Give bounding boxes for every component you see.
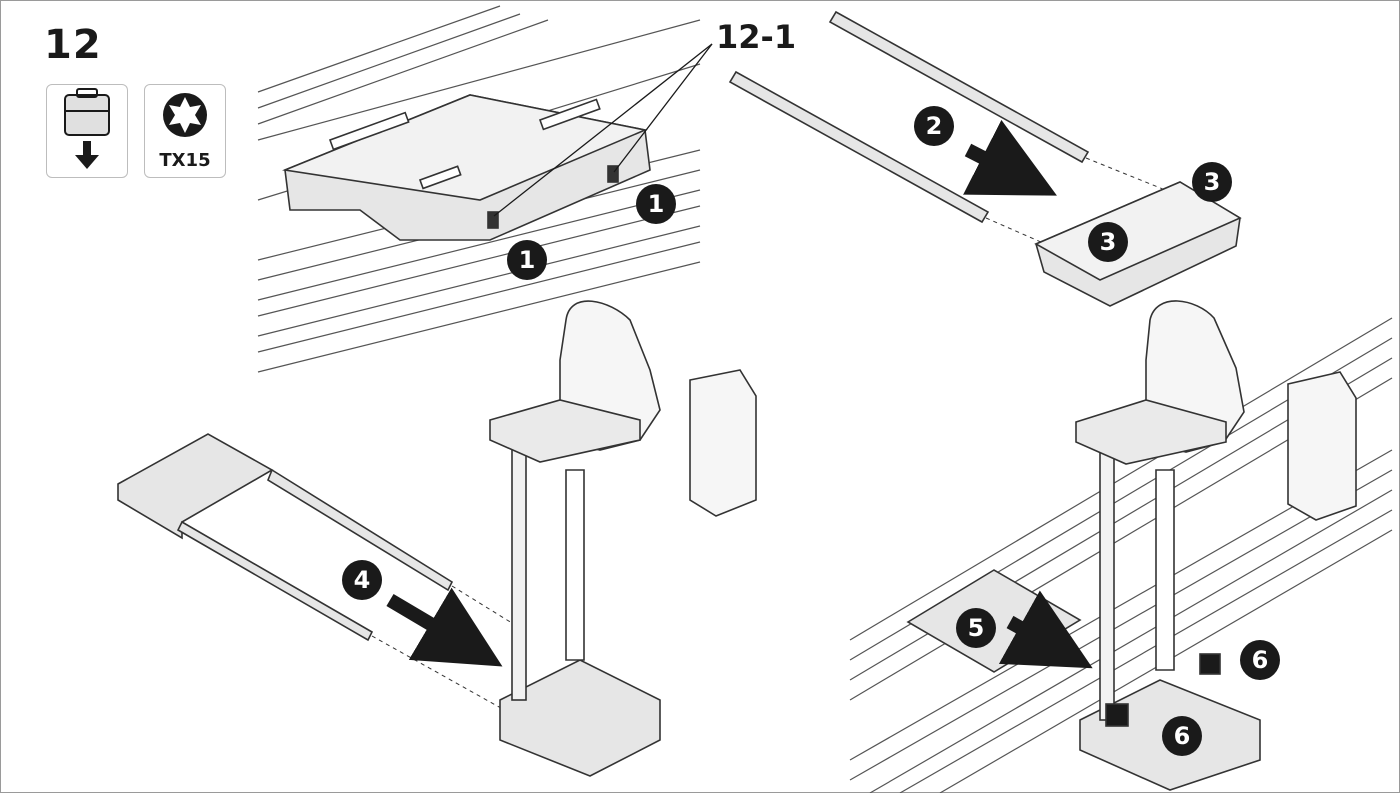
callout-6b: 6 xyxy=(1162,716,1202,756)
part-label: 12-1 xyxy=(716,18,797,56)
arrow-step-5 xyxy=(998,590,1093,669)
callout-5: 5 xyxy=(956,608,996,648)
callout-1b: 1 xyxy=(636,184,676,224)
arrow-step-4 xyxy=(386,587,503,667)
rod-guides-left xyxy=(371,585,521,713)
torx-size-label: TX15 xyxy=(159,150,211,171)
torx-tool-box: TX15 xyxy=(144,84,226,178)
callout-3a: 3 xyxy=(1192,162,1232,202)
plate-top-right xyxy=(1034,181,1242,307)
callout-3b: 3 xyxy=(1088,222,1128,262)
base-plate xyxy=(282,94,651,241)
extension-frame xyxy=(117,433,454,642)
toolbox-down-icon xyxy=(64,88,110,169)
callout-1a: 1 xyxy=(507,240,547,280)
toolbox-down-icon-box xyxy=(46,84,128,178)
leader-lines xyxy=(493,43,713,217)
torx-icon xyxy=(163,93,207,137)
rod-guides-top xyxy=(985,157,1191,247)
arrow-step-2 xyxy=(963,119,1057,196)
step-number: 12 xyxy=(44,22,102,68)
drill-stand-right xyxy=(906,300,1357,791)
callout-6a: 6 xyxy=(1240,640,1280,680)
callout-2: 2 xyxy=(914,106,954,146)
drill-stand-left xyxy=(489,300,757,777)
callout-4: 4 xyxy=(342,560,382,600)
